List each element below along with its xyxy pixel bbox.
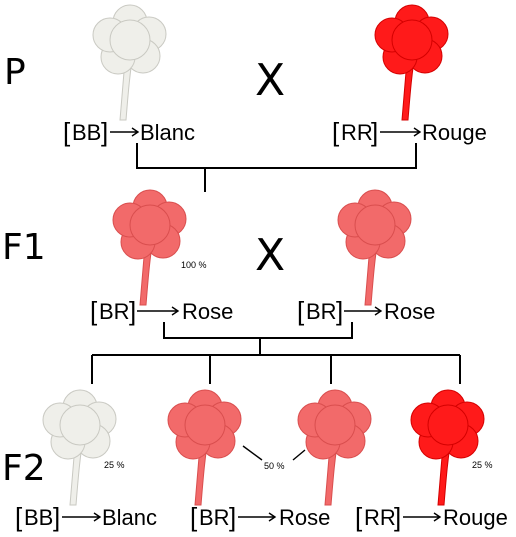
svg-text:]: ] [101, 117, 108, 147]
generation-label-p: P [4, 52, 26, 93]
svg-text:BR: BR [199, 505, 230, 530]
svg-text:[: [ [90, 296, 98, 326]
flower-icon-f1-pink-left [112, 189, 187, 306]
genotype-label-f1-left: [ BR ] Rose [90, 296, 233, 326]
cross-symbol-f1: X [255, 230, 285, 281]
flower-icon-p-white [92, 4, 167, 121]
f2-branch-line [91, 354, 461, 384]
generation-label-f1: F1 [2, 227, 46, 268]
arrow-icon [403, 512, 442, 522]
cross-symbol-p: X [255, 55, 285, 106]
svg-text:Rose: Rose [182, 299, 233, 324]
flower-icon-f2-pink-left [167, 389, 242, 506]
percent-connector [242, 445, 306, 461]
svg-text:]: ] [336, 296, 343, 326]
arrow-icon [137, 306, 180, 316]
svg-text:Rose: Rose [384, 299, 435, 324]
svg-text:BR: BR [99, 299, 130, 324]
svg-text:[: [ [332, 117, 340, 147]
genotype-label-p-right: [ RR ] Rouge [332, 117, 487, 147]
svg-text:[: [ [355, 502, 363, 532]
svg-text:[: [ [297, 296, 305, 326]
percent-label-f1: 100 % [181, 260, 207, 270]
svg-text:Rouge: Rouge [422, 120, 487, 145]
svg-text:Rouge: Rouge [443, 505, 508, 530]
flower-icon-f2-white [42, 389, 117, 506]
parent-cross-line [136, 143, 417, 192]
svg-text:[: [ [63, 117, 71, 147]
arrow-icon [110, 127, 140, 137]
flower-icon-f2-red [410, 389, 485, 506]
svg-text:BB: BB [72, 120, 101, 145]
generation-label-f2: F2 [2, 448, 46, 489]
svg-text:BB: BB [24, 505, 53, 530]
genotype-label-f2-1: [ BB ] Blanc [15, 502, 157, 532]
svg-text:]: ] [229, 502, 236, 532]
flower-icon-p-red [374, 4, 449, 121]
svg-text:[: [ [190, 502, 198, 532]
svg-text:[: [ [15, 502, 23, 532]
svg-text:Blanc: Blanc [102, 505, 157, 530]
genotype-label-f2-2: [ BR ] Rose [190, 502, 330, 532]
arrow-icon [380, 127, 422, 137]
arrow-icon [62, 512, 102, 522]
svg-text:Blanc: Blanc [140, 120, 195, 145]
percent-label-f2-red: 25 % [472, 460, 493, 470]
svg-text:RR: RR [364, 505, 396, 530]
percent-label-f2-pink: 50 % [264, 461, 285, 471]
svg-text:BR: BR [306, 299, 337, 324]
percent-label-f2-white: 25 % [104, 460, 125, 470]
svg-text:]: ] [371, 117, 378, 147]
arrow-icon [344, 306, 383, 316]
genotype-label-f1-right: [ BR ] Rose [297, 296, 435, 326]
svg-text:]: ] [129, 296, 136, 326]
svg-text:]: ] [394, 502, 401, 532]
flower-icon-f1-pink-right [337, 189, 412, 306]
genotype-label-p-left: [ BB ] Blanc [63, 117, 195, 147]
svg-text:Rose: Rose [279, 505, 330, 530]
flower-icon-f2-pink-right [297, 389, 372, 506]
svg-text:RR: RR [341, 120, 373, 145]
svg-text:]: ] [53, 502, 60, 532]
f1-cross-line [163, 322, 353, 355]
arrow-icon [238, 512, 277, 522]
genotype-label-f2-3: [ RR ] Rouge [355, 502, 508, 532]
